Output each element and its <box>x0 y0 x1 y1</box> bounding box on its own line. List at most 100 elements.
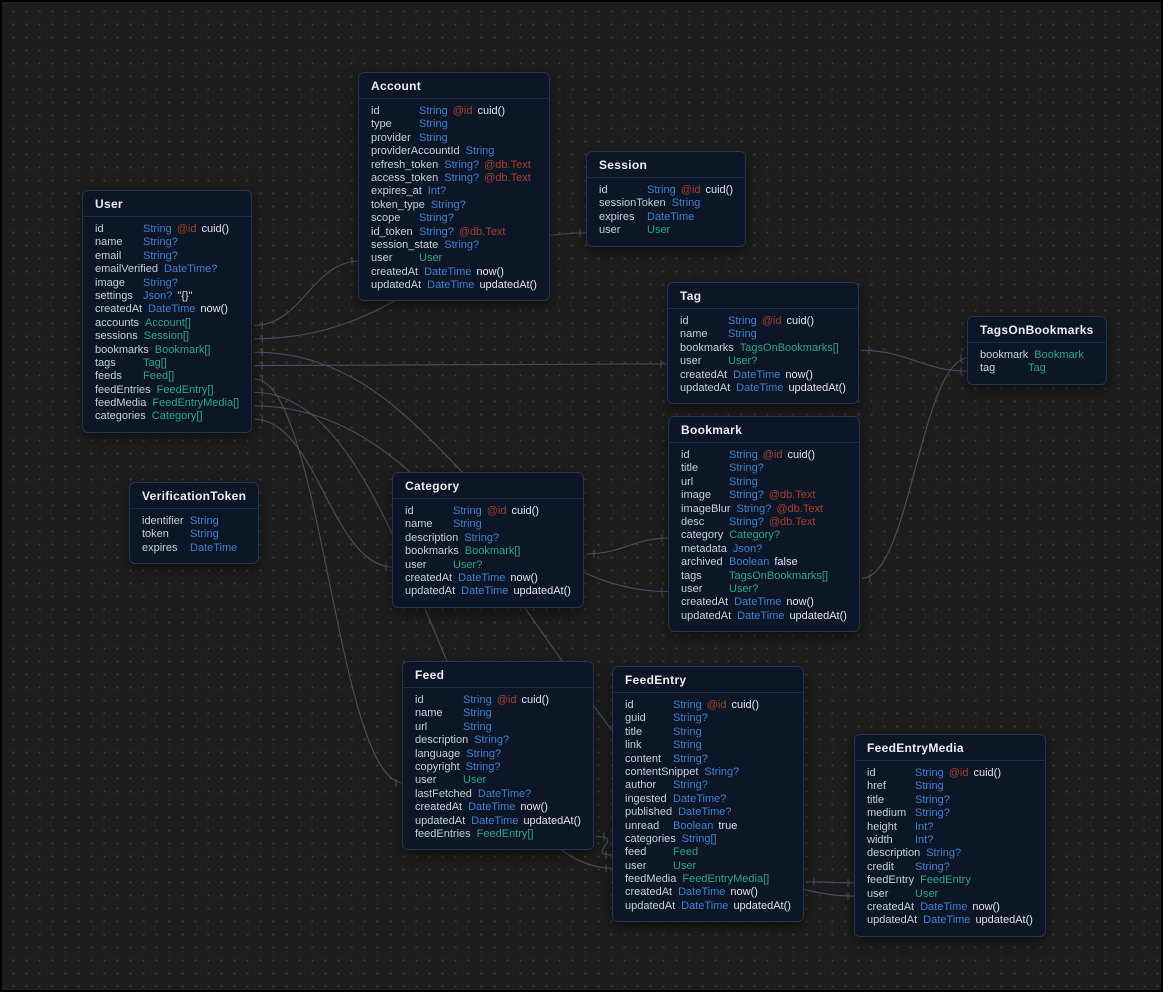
entity-title[interactable]: FeedEntry <box>613 667 803 693</box>
entity-title[interactable]: Category <box>393 473 583 499</box>
relation-edge-category-bookmarks-to-bookmark-category <box>585 534 671 558</box>
field-type: DateTime <box>190 541 238 554</box>
entity-title[interactable]: Tag <box>668 283 858 309</box>
field-type: Int? <box>915 820 934 833</box>
field-type: Tag <box>1028 362 1046 375</box>
field-default-value: now() <box>972 900 1000 913</box>
entity-title[interactable]: TagsOnBookmarks <box>968 317 1106 343</box>
field-type: FeedEntry[] <box>156 383 214 396</box>
field-type: Category? <box>729 529 780 542</box>
entity-title[interactable]: User <box>83 191 252 217</box>
field-name: title <box>625 725 643 738</box>
field-name: name <box>680 328 708 341</box>
entity-title[interactable]: Bookmark <box>669 417 859 443</box>
field-name: sessions <box>95 330 138 343</box>
relation-edge-bookmark-tags-to-tagsonbookmarks-bookmark <box>861 353 970 583</box>
field-name: id <box>680 315 689 327</box>
field-type: DateTime <box>427 279 475 292</box>
field-name: image <box>95 276 125 289</box>
entity-title[interactable]: Session <box>587 152 745 178</box>
field-default-value: now() <box>520 801 548 814</box>
entity-title[interactable]: FeedEntryMedia <box>855 735 1045 761</box>
entity-title[interactable]: VerificationToken <box>130 483 259 509</box>
field-type: String? <box>419 212 454 225</box>
field-type: Bookmark <box>1034 349 1084 361</box>
field-default-value: now() <box>510 571 538 584</box>
field-type: DateTime <box>424 265 472 278</box>
field-type: DateTime? <box>673 792 727 805</box>
field-type: FeedEntryMedia[] <box>682 873 770 886</box>
field-name: description <box>867 847 921 860</box>
field-type: String? <box>729 515 764 528</box>
field-name: categories <box>95 410 146 423</box>
field-default-value: updatedAt() <box>479 279 537 292</box>
field-name: height <box>867 820 897 833</box>
relation-edge-user-feeds-to-feed-user <box>254 374 405 788</box>
field-type: FeedEntry <box>920 874 971 887</box>
field-type: Bookmark[] <box>464 545 521 558</box>
field-type: String? <box>915 793 950 806</box>
field-type: String <box>915 780 944 793</box>
field-type: String? <box>419 225 454 238</box>
entity-title[interactable]: Feed <box>403 662 593 688</box>
field-default-value: cuid() <box>973 767 1001 779</box>
field-default-value: updatedAt() <box>788 381 846 394</box>
field-name: feedMedia <box>95 397 147 410</box>
field-type: Boolean <box>729 556 770 569</box>
field-type: Boolean <box>673 819 714 832</box>
field-type: Int? <box>915 833 934 846</box>
field-name: feeds <box>95 370 122 383</box>
field-default-value: updatedAt() <box>523 814 581 827</box>
field-type: String <box>673 725 702 738</box>
field-name: settings <box>95 289 133 302</box>
field-row-feedentrymedia-height: height Int? <box>867 821 1033 834</box>
field-type: String? <box>465 760 501 773</box>
field-name: tags <box>95 356 116 369</box>
field-type: User <box>915 887 939 900</box>
field-name: bookmarks <box>405 545 459 558</box>
entity-title[interactable]: Account <box>359 73 549 99</box>
field-type: String? <box>915 807 950 820</box>
field-type: String <box>463 694 492 706</box>
field-name: href <box>867 780 886 793</box>
field-type: Account[] <box>145 316 191 329</box>
field-type: DateTime <box>458 571 506 584</box>
